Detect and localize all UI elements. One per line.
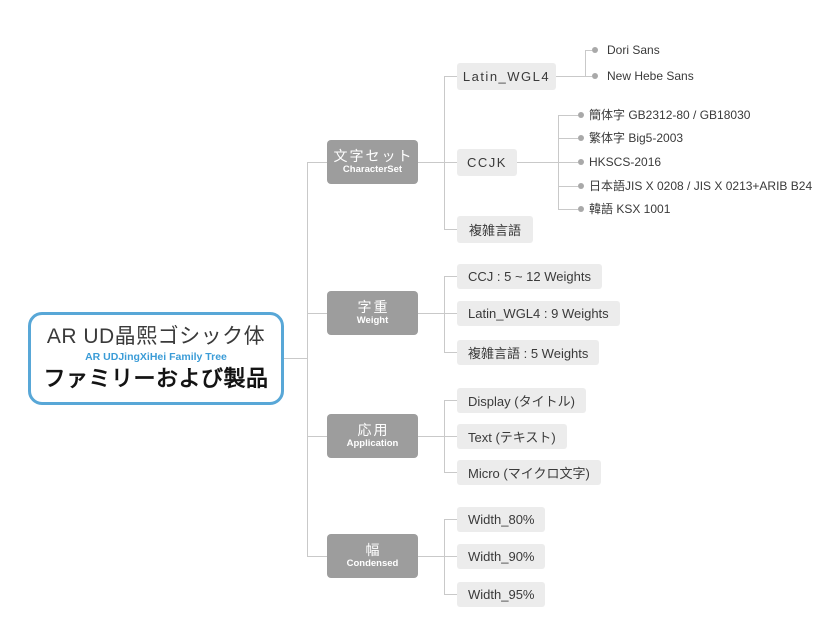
leaf-bullet-icon: [578, 183, 584, 189]
leaf-bullet-icon: [578, 135, 584, 141]
leaf-simplified-chinese: 簡体字 GB2312-80 / GB18030: [589, 108, 751, 122]
category-weight: 字重 Weight: [327, 291, 418, 335]
category-application: 応用 Application: [327, 414, 418, 458]
connector-line: [558, 115, 578, 116]
connector-line: [444, 400, 457, 401]
connector-line: [444, 276, 445, 353]
connector-line: [418, 162, 457, 163]
leaf-korean-ksx: 韓語 KSX 1001: [589, 202, 671, 216]
connector-line: [444, 76, 445, 230]
connector-line: [556, 76, 592, 77]
leaf-hkscs: HKSCS-2016: [589, 155, 662, 169]
node-latin-weights: Latin_WGL4 : 9 Weights: [457, 301, 620, 326]
node-display-title: Display (タイトル): [457, 388, 586, 413]
leaf-bullet-icon: [578, 159, 584, 165]
root-node: AR UD晶熙ゴシック体 AR UDJingXiHei Family Tree …: [28, 312, 284, 405]
connector-line: [444, 400, 445, 473]
node-width-80: Width_80%: [457, 507, 546, 532]
leaf-japanese-jis: 日本語JIS X 0208 / JIS X 0213+ARIB B24: [589, 179, 813, 193]
root-caption: ファミリーおよび製品: [43, 366, 269, 391]
category-application-label-jp: 応用: [357, 421, 390, 438]
connector-line: [558, 186, 578, 187]
category-weight-label-en: Weight: [356, 315, 389, 327]
connector-line: [444, 594, 457, 595]
node-width-95: Width_95%: [457, 582, 546, 607]
node-width-90: Width_90%: [457, 544, 546, 569]
connector-line: [418, 436, 457, 437]
leaf-traditional-chinese: 繁体字 Big5-2003: [589, 131, 684, 145]
leaf-new-hebe-sans: New Hebe Sans: [607, 69, 694, 83]
leaf-bullet-icon: [592, 47, 598, 53]
connector-line: [284, 358, 307, 359]
connector-line: [585, 50, 586, 77]
node-text: Text (テキスト): [457, 424, 567, 449]
connector-line: [418, 313, 457, 314]
connector-line: [308, 313, 327, 314]
category-charset-label-en: CharacterSet: [342, 164, 403, 176]
connector-line: [444, 229, 457, 230]
connector-line: [307, 162, 308, 557]
connector-line: [444, 276, 457, 277]
connector-line: [444, 519, 457, 520]
connector-line: [558, 162, 578, 163]
leaf-bullet-icon: [592, 73, 598, 79]
root-subtitle: AR UDJingXiHei Family Tree: [85, 351, 227, 363]
category-application-label-en: Application: [346, 438, 399, 450]
connector-line: [444, 352, 457, 353]
leaf-bullet-icon: [578, 112, 584, 118]
category-weight-label-jp: 字重: [357, 298, 390, 315]
connector-line: [558, 209, 578, 210]
root-title: AR UD晶熙ゴシック体: [46, 325, 266, 348]
connector-line: [308, 436, 327, 437]
category-charset: 文字セット CharacterSet: [327, 140, 418, 184]
connector-line: [308, 556, 327, 557]
node-complex-weights: 複雑言語 : 5 Weights: [457, 340, 600, 365]
leaf-bullet-icon: [578, 206, 584, 212]
connector-line: [308, 162, 327, 163]
node-ccjk: CCJK: [457, 149, 517, 176]
node-complex-languages: 複雑言語: [457, 216, 533, 243]
connector-line: [444, 76, 457, 77]
category-condensed: 幅 Condensed: [327, 534, 418, 578]
node-latin-wgl4: Latin_WGL4: [457, 63, 556, 90]
node-micro: Micro (マイクロ文字): [457, 460, 601, 485]
category-condensed-label-en: Condensed: [346, 558, 399, 570]
connector-line: [418, 556, 457, 557]
connector-line: [517, 162, 558, 163]
connector-line: [444, 472, 457, 473]
category-charset-label-jp: 文字セット: [333, 147, 414, 164]
connector-line: [444, 519, 445, 595]
connector-line: [558, 138, 578, 139]
node-ccj-weights: CCJ : 5 ~ 12 Weights: [457, 264, 602, 289]
connector-line: [585, 50, 592, 51]
category-condensed-label-jp: 幅: [365, 541, 382, 558]
leaf-dori-sans: Dori Sans: [607, 43, 660, 57]
